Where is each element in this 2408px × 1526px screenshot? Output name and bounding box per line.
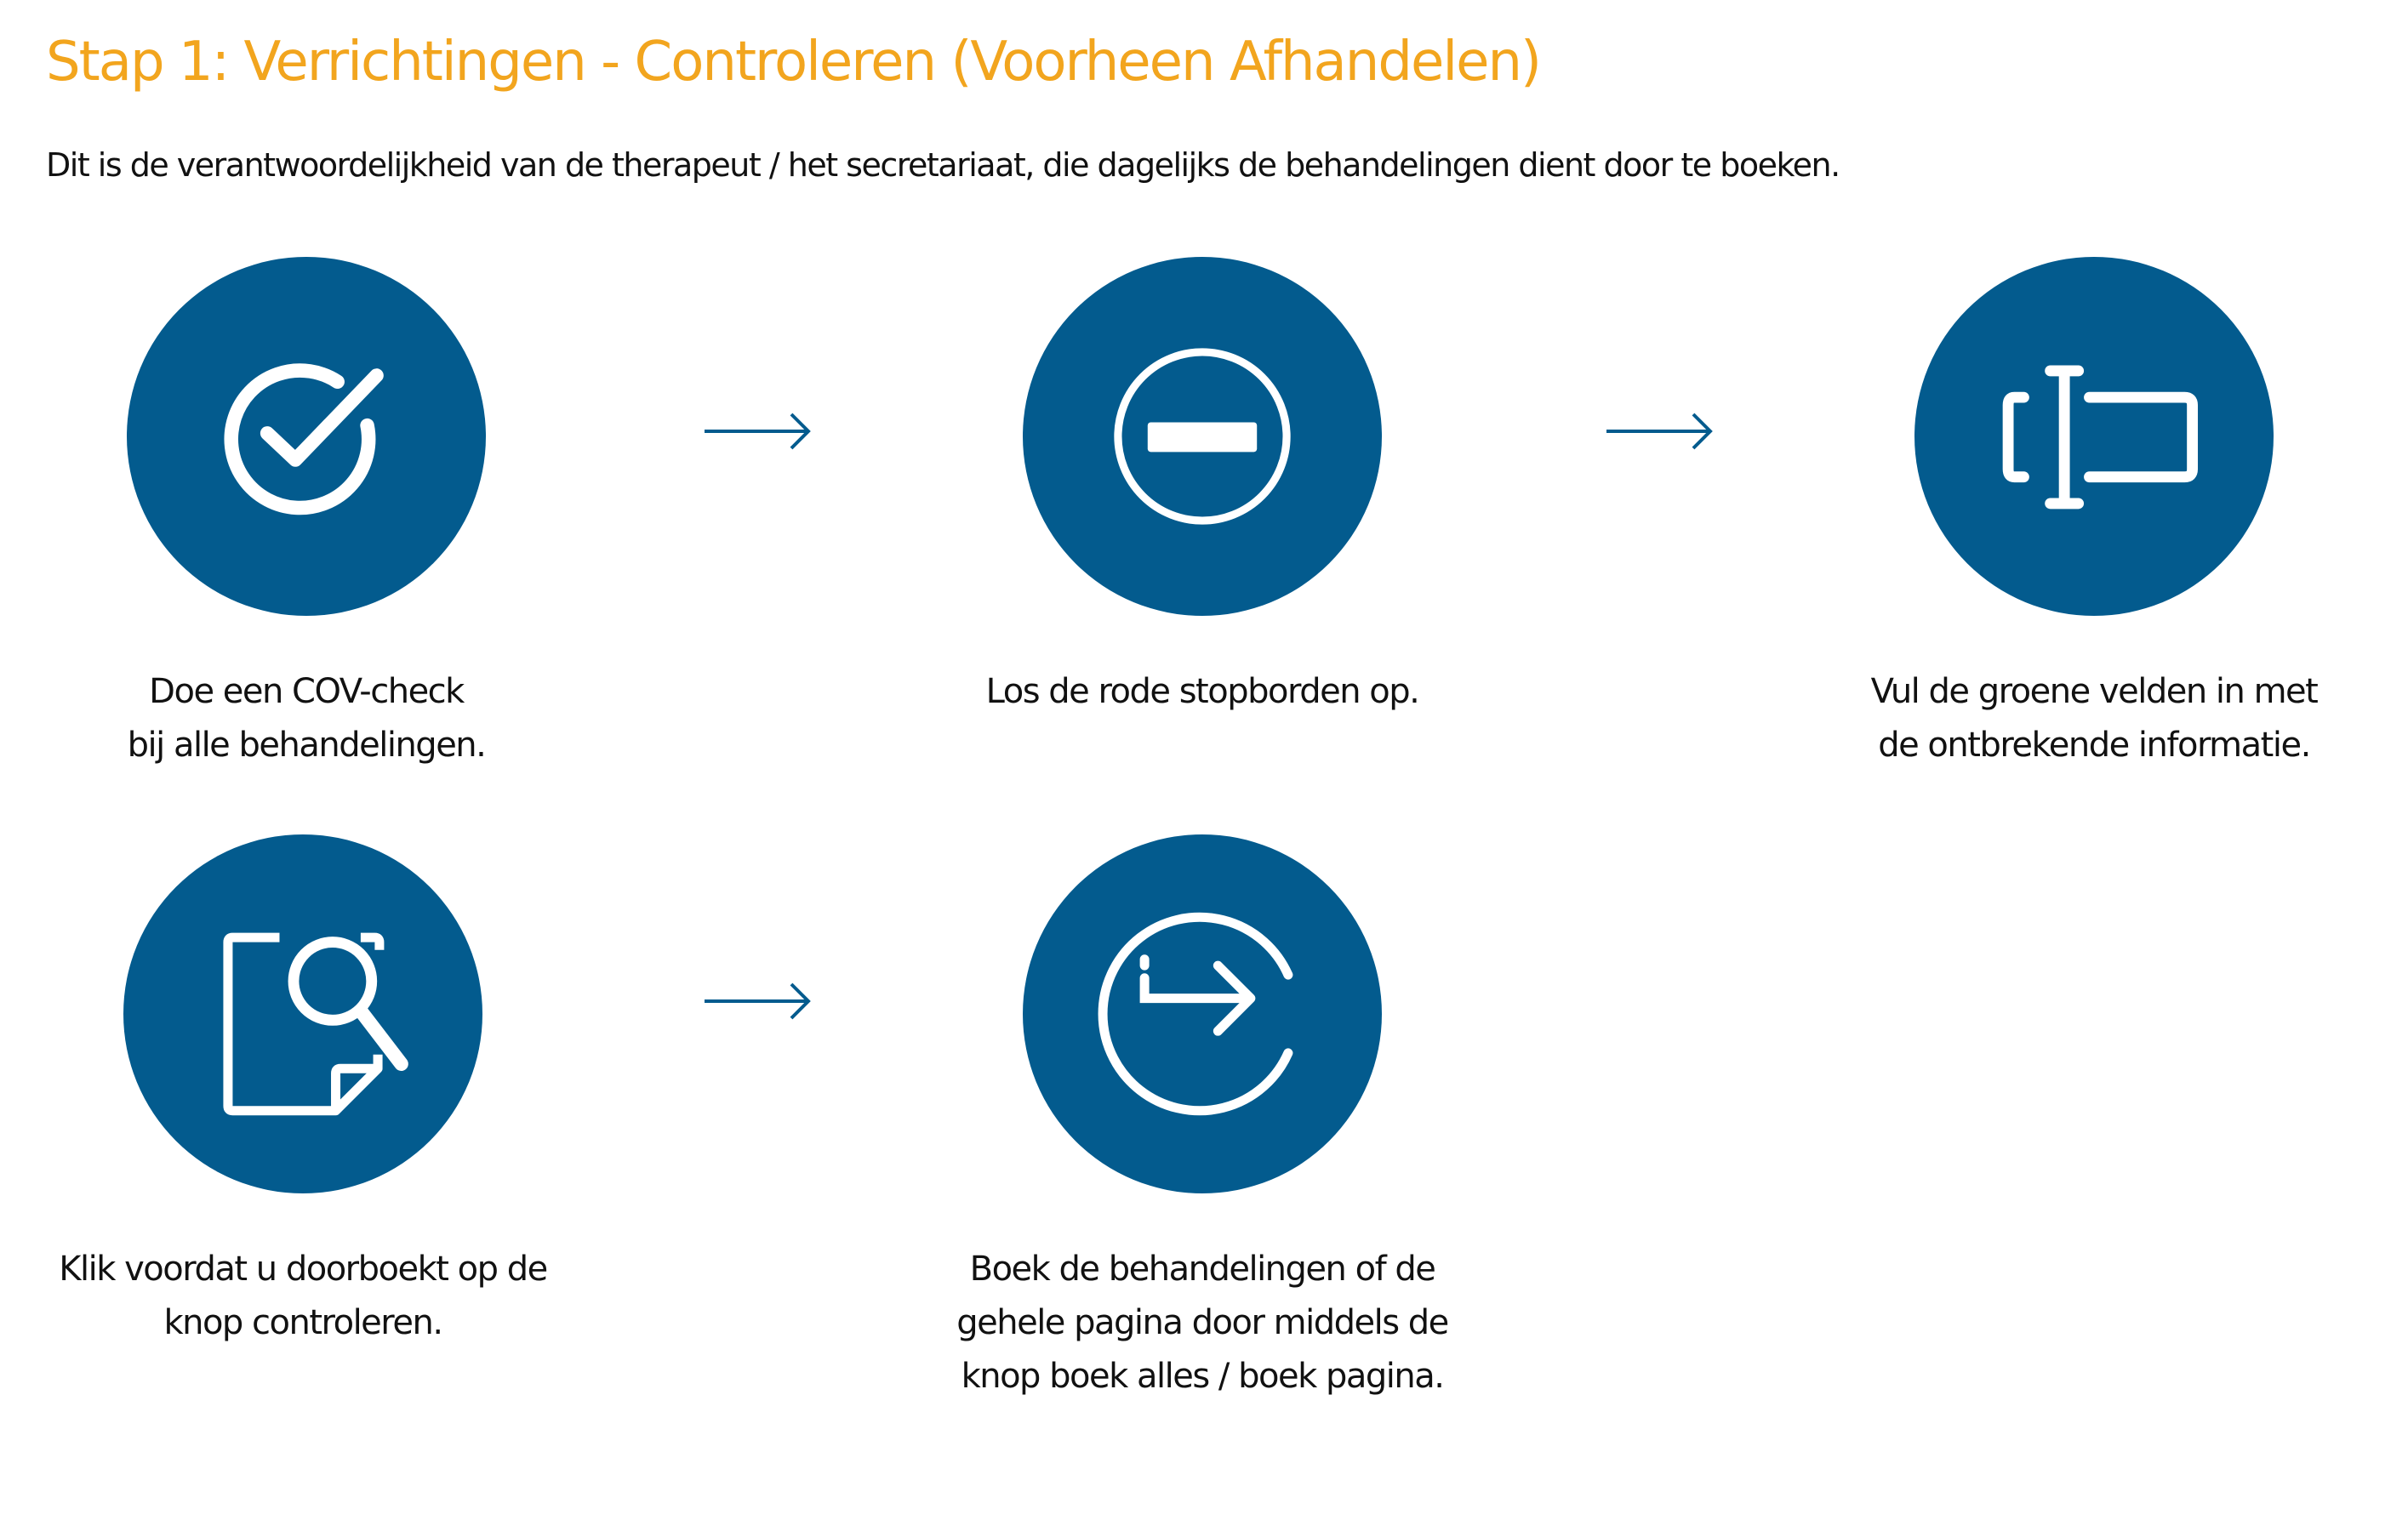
step-circle <box>1914 257 2274 616</box>
step-label-line: Vul de groene velden in met <box>1870 672 2319 711</box>
step-label-line: knop boek alles / boek pagina. <box>961 1357 1445 1396</box>
step-circle <box>123 834 482 1193</box>
step-label: Klik voordat u doorboekt op de knop contr… <box>5 1243 601 1350</box>
step-label-line: knop controleren. <box>163 1303 443 1342</box>
arrow-right-icon <box>705 413 811 450</box>
arrow-right-icon <box>705 982 811 1020</box>
step-label-line: Klik voordat u doorboekt op de <box>59 1250 548 1289</box>
step-circle <box>1023 834 1382 1193</box>
arrow-right-icon <box>1606 413 1713 450</box>
stop-sign-icon <box>1114 348 1291 525</box>
intro-text: Dit is de verantwoordelijkheid van de th… <box>46 146 1840 184</box>
step-circle <box>1023 257 1382 616</box>
step-label-line: bij alle behandelingen. <box>127 726 487 765</box>
step-label: Boek de behandelingen of de gehele pagina… <box>904 1243 1500 1404</box>
step-circle <box>127 257 486 616</box>
step-label-line: de ontbrekende informatie. <box>1878 726 2311 765</box>
check-circle-icon <box>224 363 384 515</box>
book-forward-icon <box>1098 912 1293 1116</box>
step-label-line: Boek de behandelingen of de <box>969 1250 1436 1289</box>
text-field-icon <box>2002 365 2199 510</box>
page-title: Stap 1: Verrichtingen - Controleren (Voo… <box>46 31 1542 94</box>
step-label-line: gehele pagina door middels de <box>956 1303 1449 1342</box>
step-label: Los de rode stopborden op. <box>904 665 1500 719</box>
step-label: Doe een COV-check bij alle behandelingen. <box>9 665 604 772</box>
step-label: Vul de groene velden in met de ontbrekend… <box>1796 665 2392 772</box>
step-label-line: Los de rode stopborden op. <box>985 672 1420 711</box>
document-search-icon <box>223 932 408 1116</box>
step-label-line: Doe een COV-check <box>149 672 465 711</box>
